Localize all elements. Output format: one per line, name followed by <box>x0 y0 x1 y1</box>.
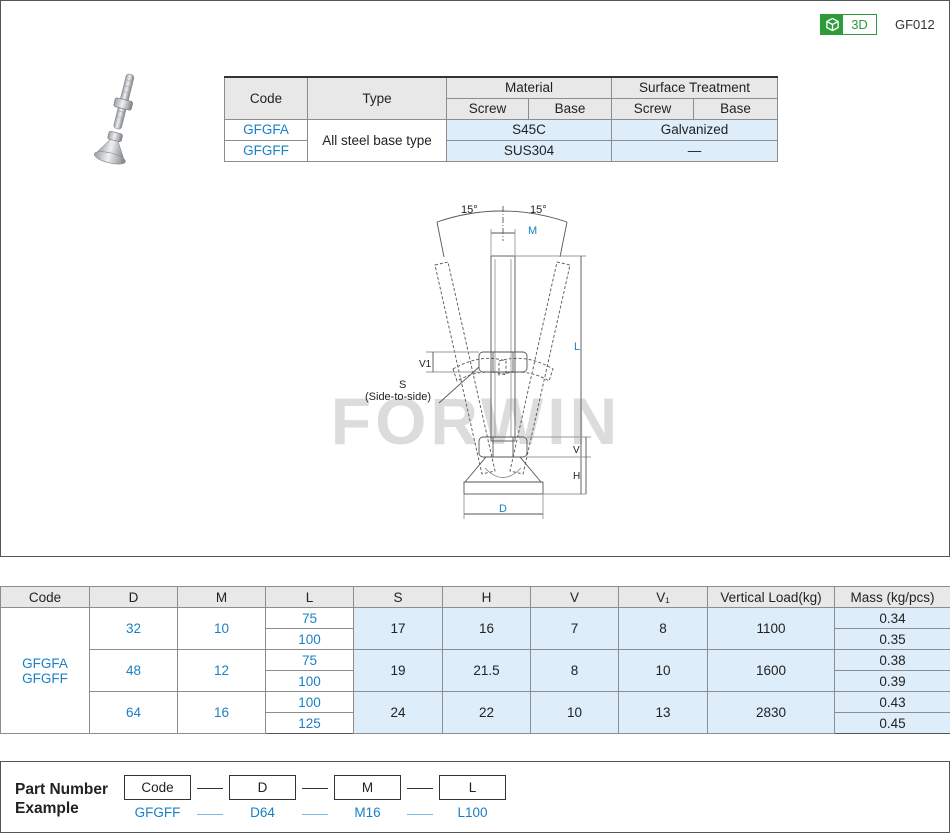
mass-cell: 0.34 <box>834 607 950 629</box>
part-number-title-line: Example <box>15 800 79 817</box>
3d-label: 3D <box>851 17 868 32</box>
dim-h-label: H <box>573 471 580 482</box>
l-cell[interactable]: 125 <box>265 712 354 734</box>
header-code: Code <box>0 586 90 608</box>
h-cell: 22 <box>442 691 531 734</box>
angle-right-label: 15° <box>530 204 547 216</box>
l-cell[interactable]: 75 <box>265 649 354 671</box>
v1-cell: 10 <box>618 649 708 692</box>
m-cell[interactable]: 12 <box>177 649 266 692</box>
header-material-base: Base <box>527 97 613 120</box>
code-cell[interactable]: GFGFA <box>224 118 308 141</box>
m-cell[interactable]: 10 <box>177 607 266 650</box>
code-line: GFGFF <box>22 670 68 686</box>
load-cell: 1100 <box>707 607 835 650</box>
separator-dash <box>407 788 433 789</box>
separator-dash <box>302 788 328 789</box>
watermark: FORWIN <box>331 384 621 458</box>
3d-model-button[interactable]: 3D <box>820 14 877 35</box>
separator-dash <box>197 788 223 789</box>
part-number-title-line: Part Number <box>15 781 109 798</box>
s-cell: 24 <box>353 691 443 734</box>
header-h: H <box>442 586 531 608</box>
technical-drawing: FORWIN <box>331 204 621 519</box>
v1-cell: 8 <box>618 607 708 650</box>
load-cell: 1600 <box>707 649 835 692</box>
header-surface-base: Base <box>693 97 779 120</box>
field-box-m: M <box>334 775 401 800</box>
mass-cell: 0.45 <box>834 712 950 734</box>
code-line: GFGFA <box>22 655 68 671</box>
material-cell: S45C <box>445 118 613 141</box>
header-v1: V₁ <box>618 586 708 608</box>
h-cell: 21.5 <box>442 649 531 692</box>
cube-icon <box>821 15 843 34</box>
surface-cell: Galvanized <box>611 118 779 141</box>
header-d: D <box>89 586 178 608</box>
v-cell: 8 <box>530 649 619 692</box>
surface-cell: — <box>611 139 779 162</box>
field-box-l: L <box>439 775 506 800</box>
example-value-d: D64 <box>250 805 275 820</box>
d-cell[interactable]: 32 <box>89 607 178 650</box>
part-number-example-panel: Part Number Example Code D M L GFGFF D64… <box>0 761 950 833</box>
example-value-l: L100 <box>457 805 488 820</box>
dim-v-label: V <box>573 445 580 456</box>
dim-d-label: D <box>499 503 507 515</box>
code-cell[interactable]: GFGFA GFGFF <box>0 607 90 734</box>
separator-dash <box>302 814 328 815</box>
v-cell: 7 <box>530 607 619 650</box>
separator-dash <box>407 814 433 815</box>
product-photo <box>93 73 135 165</box>
material-cell: SUS304 <box>445 139 613 162</box>
d-cell[interactable]: 64 <box>89 691 178 734</box>
dim-l-label: L <box>574 341 580 353</box>
s-cell: 17 <box>353 607 443 650</box>
l-cell[interactable]: 75 <box>265 607 354 629</box>
header-s: S <box>353 586 443 608</box>
model-code: GF012 <box>895 17 935 32</box>
product-info-panel: 3D GF012 Code Type Material <box>0 0 950 557</box>
header-v: V <box>530 586 619 608</box>
dim-m-label: M <box>528 225 537 237</box>
h-cell: 16 <box>442 607 531 650</box>
header-m: M <box>177 586 266 608</box>
l-cell[interactable]: 100 <box>265 670 354 692</box>
part-number-title: Part Number Example <box>15 780 108 818</box>
mass-cell: 0.39 <box>834 670 950 692</box>
mass-cell: 0.35 <box>834 628 950 650</box>
header-material-screw: Screw <box>446 97 529 120</box>
header-vertical-load: Vertical Load(kg) <box>707 586 835 608</box>
header-l: L <box>265 586 354 608</box>
example-value-code: GFGFF <box>134 805 181 820</box>
header-type: Type <box>307 76 447 120</box>
dim-v1-label: V1 <box>419 359 432 370</box>
d-cell[interactable]: 48 <box>89 649 178 692</box>
specification-table: Code D M L S H V V₁ Vertical Load(kg) Ma… <box>0 586 950 734</box>
mass-cell: 0.43 <box>834 691 950 713</box>
header-material: Material <box>445 76 613 99</box>
header-code: Code <box>224 76 308 120</box>
type-cell: All steel base type <box>307 118 447 162</box>
material-table: Code Type Material Surface Treatment Scr… <box>224 76 779 162</box>
field-box-d: D <box>229 775 296 800</box>
v-cell: 10 <box>530 691 619 734</box>
header-mass: Mass (kg/pcs) <box>834 586 950 608</box>
angle-left-label: 15° <box>461 204 478 216</box>
l-cell[interactable]: 100 <box>265 691 354 713</box>
dim-s-note: (Side-to-side) <box>365 391 431 403</box>
l-cell[interactable]: 100 <box>265 628 354 650</box>
code-cell[interactable]: GFGFF <box>224 139 308 162</box>
header-surface-treatment: Surface Treatment <box>611 76 779 99</box>
dim-s-label: S <box>399 379 406 391</box>
header-surface-screw: Screw <box>611 97 695 120</box>
m-cell[interactable]: 16 <box>177 691 266 734</box>
s-cell: 19 <box>353 649 443 692</box>
field-box-code: Code <box>124 775 191 800</box>
load-cell: 2830 <box>707 691 835 734</box>
separator-dash <box>197 814 223 815</box>
example-value-m: M16 <box>354 805 381 820</box>
v1-cell: 13 <box>618 691 708 734</box>
mass-cell: 0.38 <box>834 649 950 671</box>
